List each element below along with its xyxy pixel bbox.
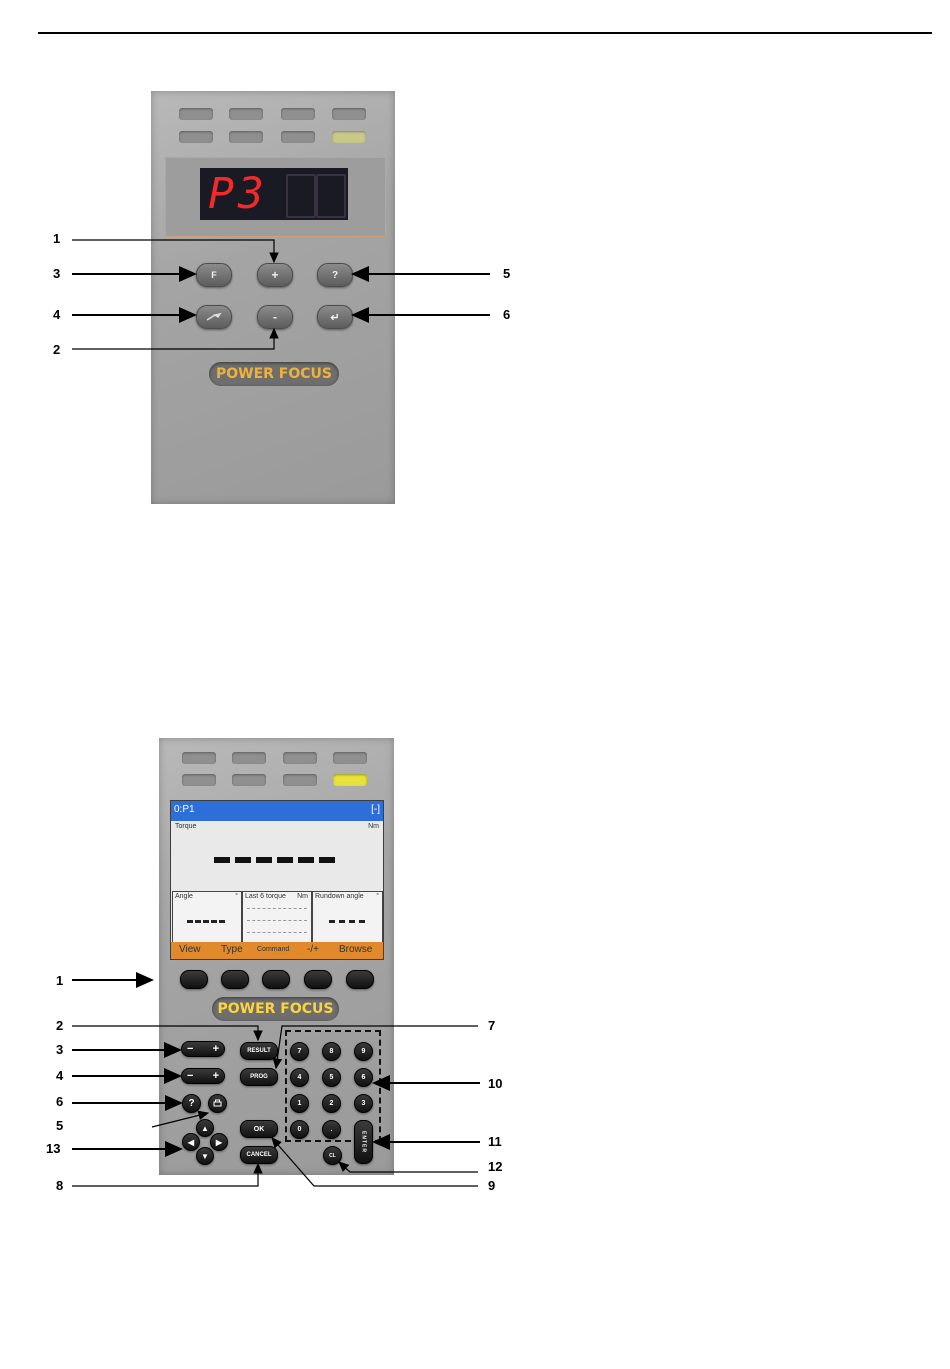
- callout-label: 5: [56, 1118, 63, 1133]
- torque-dash: [235, 857, 251, 863]
- status-led: [232, 752, 266, 764]
- torque-row: [247, 932, 307, 933]
- callout-label: 13: [46, 1141, 60, 1156]
- torque-dash: [319, 857, 335, 863]
- callout-label: 7: [488, 1018, 495, 1033]
- callout-label: 3: [53, 266, 60, 281]
- callout-label: 8: [56, 1178, 63, 1193]
- callout-label: 2: [56, 1018, 63, 1033]
- callout-label: 11: [488, 1134, 502, 1149]
- angle-label: Angle: [175, 893, 193, 900]
- callout-label: 4: [53, 307, 60, 322]
- status-led: [283, 774, 317, 786]
- torque-dash: [298, 857, 314, 863]
- torque-dash: [214, 857, 230, 863]
- status-led: [283, 752, 317, 764]
- status-led: [182, 752, 216, 764]
- status-led: [232, 774, 266, 786]
- callout-label: 4: [56, 1068, 63, 1083]
- torque-dash: [256, 857, 272, 863]
- lcd-screen: 0:P1 [-] Torque Nm Angle ° Last 6 torque…: [170, 800, 384, 960]
- torque-label: Torque: [175, 823, 196, 830]
- rundown-angle-unit: °: [376, 893, 379, 900]
- callout-label: 6: [56, 1094, 63, 1109]
- bottom-callout-arrows: [0, 950, 950, 1210]
- top-callout-arrows: [0, 0, 950, 520]
- torque-dash: [277, 857, 293, 863]
- status-led: [333, 752, 367, 764]
- callout-label: 10: [488, 1076, 502, 1091]
- lcd-status-indicator: [-]: [371, 804, 380, 815]
- lcd-program-label: 0:P1: [174, 804, 195, 815]
- torque-row: [247, 908, 307, 909]
- rundown-angle-label: Rundown angle: [315, 893, 364, 900]
- callout-label: 9: [488, 1178, 495, 1193]
- last-torque-unit: Nm: [297, 893, 308, 900]
- rundown-angle-cell: Rundown angle °: [312, 891, 383, 943]
- angle-cell: Angle °: [172, 891, 242, 943]
- status-led: [182, 774, 216, 786]
- torque-unit: Nm: [368, 823, 379, 830]
- last-torque-cell: Last 6 torque Nm: [242, 891, 312, 943]
- callout-label: 5: [503, 266, 510, 281]
- angle-dashes: [187, 920, 225, 923]
- callout-label: 1: [56, 973, 63, 988]
- rundown-dashes: [329, 920, 365, 923]
- status-led-active: [333, 774, 367, 786]
- torque-row: [247, 920, 307, 921]
- callout-label: 3: [56, 1042, 63, 1057]
- callout-label: 1: [53, 231, 60, 246]
- callout-label: 6: [503, 307, 510, 322]
- callout-label: 2: [53, 342, 60, 357]
- angle-unit: °: [235, 893, 238, 900]
- callout-label: 12: [488, 1159, 502, 1174]
- last-torque-label: Last 6 torque: [245, 893, 286, 900]
- lcd-title-bar: 0:P1 [-]: [171, 801, 383, 821]
